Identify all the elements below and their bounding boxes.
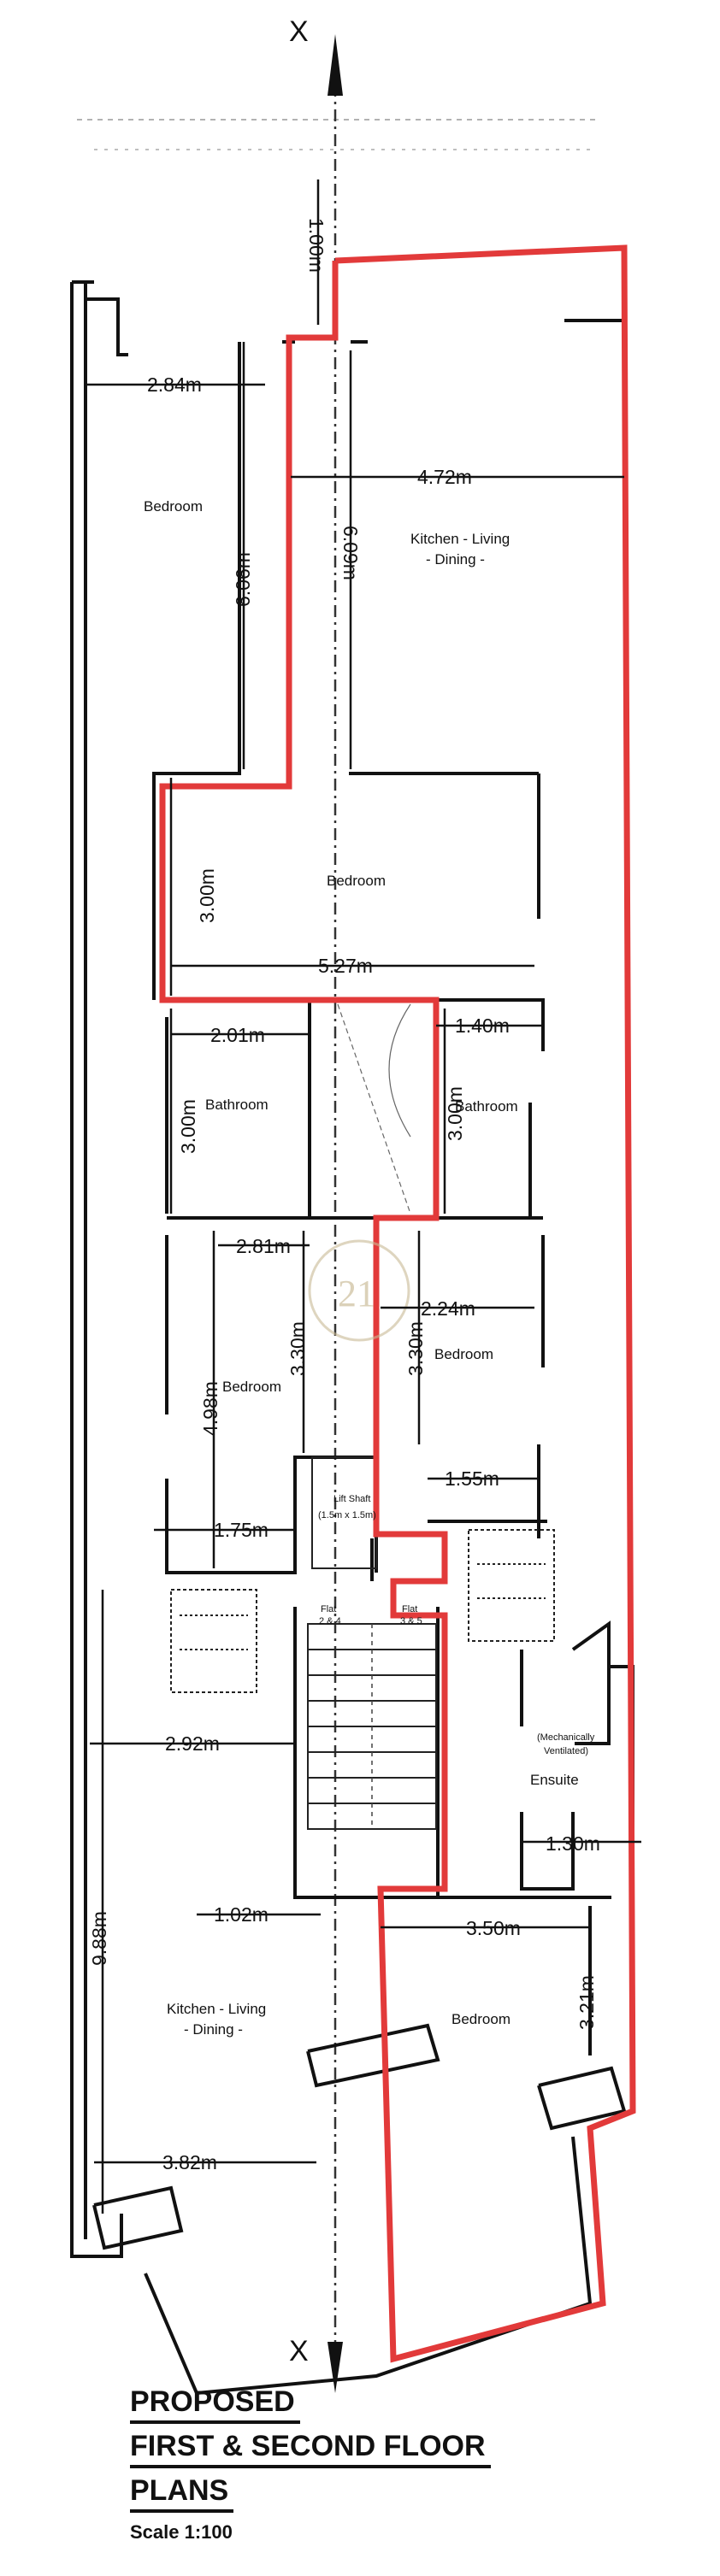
dimension-label: 9.88m <box>88 1911 110 1966</box>
room-label-lift-shaft: Lift Shaft <box>333 1494 370 1504</box>
flat-label: Flat <box>402 1604 417 1614</box>
ventilation-label: (Mechanically <box>537 1732 595 1743</box>
drawing-scale: Scale 1:100 <box>130 2521 233 2543</box>
flat-label: 2 & 4 <box>319 1616 341 1626</box>
room-label-bedroom: Bedroom <box>451 2011 510 2027</box>
dimension-label: 2.92m <box>165 1732 220 1755</box>
dimension-label: 3.50m <box>466 1917 521 1939</box>
staircase <box>307 1623 437 1830</box>
room-label-kitchen-sub: - Dining - <box>426 551 485 568</box>
flat-boundary-outline <box>159 244 636 2363</box>
room-label-lift-size: (1.5m x 1.5m) <box>318 1510 376 1520</box>
dimension-label: 3.00m <box>444 1086 466 1141</box>
dimension-label: 3.21m <box>575 1975 598 2030</box>
dimension-label: 5.27m <box>318 955 373 977</box>
dimension-label: 4.72m <box>417 466 472 488</box>
flat-label: 3 & 5 <box>400 1616 422 1626</box>
axis-arrow-top <box>328 34 343 96</box>
door-swing <box>337 1003 411 1214</box>
dimension-label: 1.02m <box>214 1903 269 1926</box>
room-label-bathroom: Bathroom <box>455 1098 518 1115</box>
room-label-bedroom: Bedroom <box>144 498 203 515</box>
dimension-label: 6.09m <box>339 526 362 580</box>
dimension-label: 1.00m <box>305 218 328 273</box>
dimension-label: 1.40m <box>455 1015 510 1037</box>
room-label-kitchen-sub: - Dining - <box>184 2021 243 2038</box>
title-line: PLANS <box>130 2472 234 2513</box>
room-label-bedroom: Bedroom <box>222 1379 281 1395</box>
room-label-bathroom: Bathroom <box>205 1097 269 1113</box>
dimension-label: 3.00m <box>177 1099 199 1154</box>
axis-label-top: X <box>289 15 309 48</box>
dimension-label: 6.06m <box>232 552 254 607</box>
dimension-label: 3.30m <box>286 1321 309 1376</box>
drawing-title-block: PROPOSED FIRST & SECOND FLOOR PLANS Scal… <box>130 2383 609 2544</box>
kitchen-fixture-left <box>170 1589 257 1693</box>
watermark-text: 21 <box>338 1273 375 1314</box>
title-line: PROPOSED <box>130 2383 300 2424</box>
room-label-kitchen: Kitchen - Living <box>167 2001 266 2017</box>
ventilation-label: Ventilated) <box>544 1746 588 1756</box>
axis-arrow-bottom <box>328 2342 343 2393</box>
room-label-ensuite: Ensuite <box>530 1772 579 1788</box>
flat-label: Flat <box>321 1604 336 1614</box>
title-line: FIRST & SECOND FLOOR <box>130 2427 491 2468</box>
kitchen-fixture-right <box>468 1529 555 1642</box>
room-label-bedroom: Bedroom <box>434 1346 493 1362</box>
watermark-logo <box>308 1239 410 1342</box>
dimension-label: 4.98m <box>199 1381 221 1436</box>
dimension-label: 3.82m <box>162 2151 217 2173</box>
room-label-bedroom: Bedroom <box>327 873 386 889</box>
dimension-lines <box>86 179 641 2214</box>
dimension-label: 3.30m <box>404 1321 427 1376</box>
dimension-label: 1.30m <box>546 1832 600 1855</box>
dimension-label: 3.00m <box>196 868 218 923</box>
dimension-label: 2.84m <box>147 373 202 396</box>
dimension-label: 2.24m <box>421 1297 475 1320</box>
interior-walls <box>92 340 627 2250</box>
dimension-label: 2.81m <box>236 1235 291 1257</box>
dimension-label: 2.01m <box>210 1024 265 1046</box>
outer-walls <box>70 261 634 2396</box>
dimension-label: 1.55m <box>445 1467 499 1490</box>
dimension-label: 1.75m <box>214 1519 269 1541</box>
axis-label-bottom: X <box>289 2335 309 2367</box>
room-label-kitchen: Kitchen - Living <box>410 531 510 547</box>
